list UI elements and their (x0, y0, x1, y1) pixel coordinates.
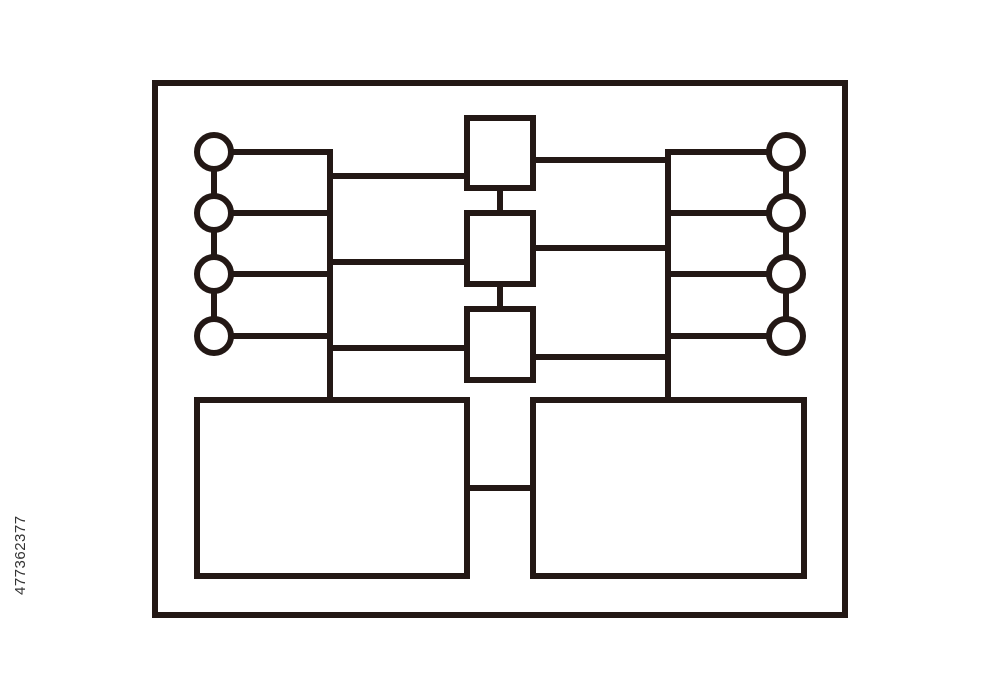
center-block-2 (464, 210, 536, 287)
left-node-3 (194, 254, 234, 294)
center-block-3 (464, 306, 536, 383)
stock-id-watermark: 477362377 (12, 515, 29, 595)
bottom-right-panel (530, 397, 807, 579)
left-node-4 (194, 316, 234, 356)
left-connector-1 (231, 149, 333, 401)
right-node-3 (766, 254, 806, 294)
bottom-left-panel (194, 397, 470, 579)
right-connector-1 (665, 149, 769, 401)
right-node-4 (766, 316, 806, 356)
right-node-2 (766, 193, 806, 233)
right-node-1 (766, 132, 806, 172)
left-node-1 (194, 132, 234, 172)
center-block-1 (464, 115, 536, 191)
left-node-2 (194, 193, 234, 233)
outer-frame (152, 80, 848, 618)
